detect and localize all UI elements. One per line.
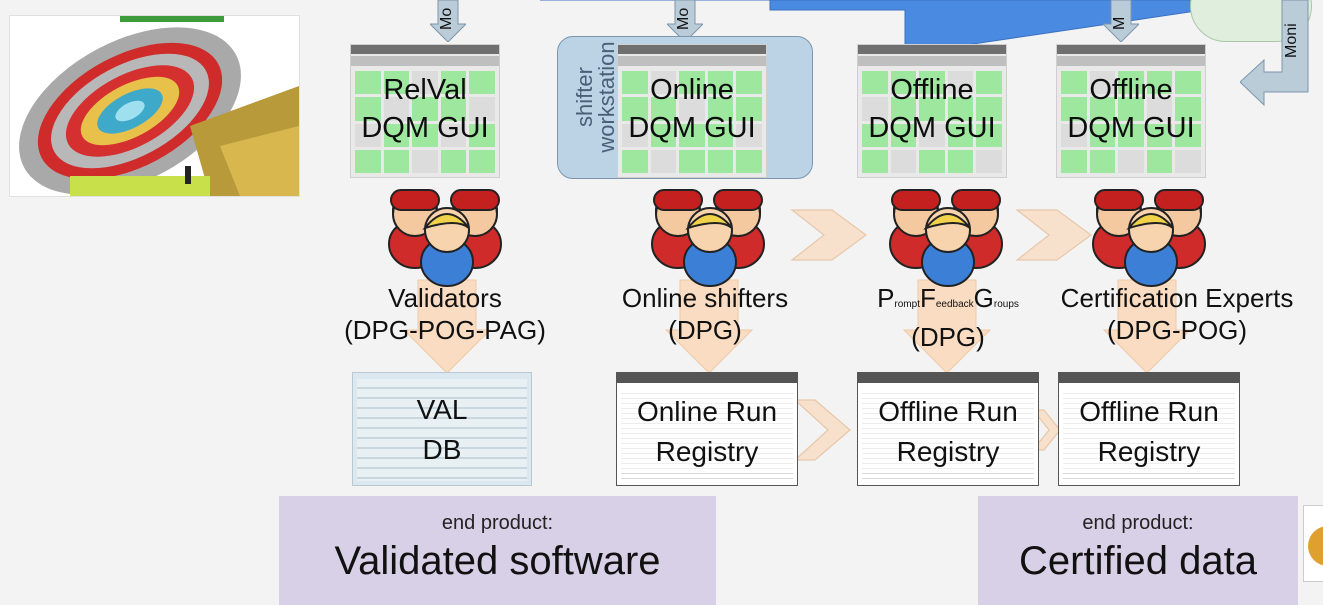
pfg-label-line2: (DPG) — [911, 322, 985, 352]
online-shifters-label-line1: Online shifters — [621, 283, 789, 313]
val-db-title-line1: VAL — [416, 394, 468, 425]
end-product-label-1: end product: — [441, 512, 554, 534]
offline-registry-1-title-line1: Offline Run — [858, 393, 1038, 431]
arrow-validators-to-valdb — [402, 279, 492, 374]
online-gui-title-line1: Online — [650, 74, 734, 106]
offline-run-registry-panel-2: Offline Run Registry — [1058, 372, 1240, 486]
cert-experts-label-line2: (DPG-POG) — [1106, 315, 1248, 345]
validators-label-line2: (DPG-POG-PAG) — [344, 315, 546, 345]
end-product-validated-software: end product: Validated software — [279, 496, 716, 605]
top-arrow-right: M — [1101, 0, 1141, 47]
relval-gui-title-line2: DQM GUI — [361, 112, 489, 144]
offline-gui-2-title-line1: Offline — [1089, 74, 1173, 106]
far-right-arrow-label: Moni — [1283, 23, 1300, 58]
corner-logo — [1303, 505, 1323, 582]
offline-gui-1-title-line1: Offline — [890, 74, 974, 106]
workstation-label-line2: workstation — [594, 41, 619, 153]
workstation-label: shifter workstation — [560, 40, 619, 174]
top-arrow-middle: Mo — [665, 0, 705, 47]
chevron-pfg-to-cert — [1015, 209, 1093, 261]
cert-experts-people-icon — [1092, 189, 1206, 287]
detector-illustration — [19, 16, 299, 196]
cert-experts-label: Certification Experts (DPG-POG) — [1032, 282, 1322, 346]
pfg-label: PromptFeedbackGroups (DPG) — [848, 282, 1048, 353]
offline-gui-1-title-line2: DQM GUI — [868, 112, 996, 144]
val-db-panel: VAL DB — [352, 372, 532, 486]
online-registry-title-line2: Registry — [617, 433, 797, 471]
arrow-offline-to-offline-registry — [1031, 409, 1061, 451]
validators-people-icon — [388, 189, 502, 287]
end-product-certified-data: end product: Certified data — [978, 496, 1298, 605]
val-db-title-line2: DB — [422, 434, 462, 465]
detector-image — [9, 15, 300, 197]
cert-experts-label-line1: Certification Experts — [1060, 283, 1294, 313]
top-arrow-left-label: Mo — [438, 7, 455, 30]
arrow-pfg-to-registry — [902, 279, 992, 374]
arrow-online-to-registry — [664, 279, 754, 374]
chevron-online-to-pfg — [790, 209, 868, 261]
top-arrow-middle-label: Mo — [675, 7, 692, 30]
top-arrow-left: Mo — [428, 0, 468, 47]
offline-registry-1-title-line2: Registry — [858, 433, 1038, 471]
far-right-bent-arrow — [1240, 0, 1309, 107]
online-run-registry-panel: Online Run Registry — [616, 372, 798, 486]
offline-registry-2-title-line2: Registry — [1059, 433, 1239, 471]
online-dqm-gui-panel: Online DQM GUI — [617, 44, 767, 178]
online-gui-title-line2: DQM GUI — [628, 112, 756, 144]
relval-dqm-gui-panel: RelVal DQM GUI — [350, 44, 500, 178]
offline-run-registry-panel-1: Offline Run Registry — [857, 372, 1039, 486]
end-product-label-2: end product: — [1082, 512, 1194, 534]
pfg-label-line1: PromptFeedbackGroups — [877, 283, 1019, 313]
online-shifters-label: Online shifters (DPG) — [590, 282, 820, 346]
offline-gui-2-title-line2: DQM GUI — [1067, 112, 1195, 144]
online-registry-title-line1: Online Run — [617, 393, 797, 431]
end-product-value-2: Certified data — [1019, 539, 1257, 583]
validators-label: Validators (DPG-POG-PAG) — [320, 282, 570, 346]
offline-registry-2-title-line1: Offline Run — [1059, 393, 1239, 431]
end-product-value-1: Validated software — [334, 539, 661, 583]
top-arrow-right-label: M — [1111, 16, 1128, 30]
validators-label-line1: Validators — [388, 283, 502, 313]
arrow-online-to-offline-registry — [793, 399, 851, 461]
online-shifters-people-icon — [651, 189, 765, 287]
arrow-cert-to-registry — [1102, 279, 1192, 374]
relval-gui-title-line1: RelVal — [383, 74, 467, 106]
offline-dqm-gui-panel-1: Offline DQM GUI — [857, 44, 1007, 178]
online-shifters-label-line2: (DPG) — [668, 315, 742, 345]
workstation-label-line1: shifter — [572, 67, 597, 127]
pfg-people-icon — [889, 189, 1003, 287]
offline-dqm-gui-panel-2: Offline DQM GUI — [1056, 44, 1206, 178]
